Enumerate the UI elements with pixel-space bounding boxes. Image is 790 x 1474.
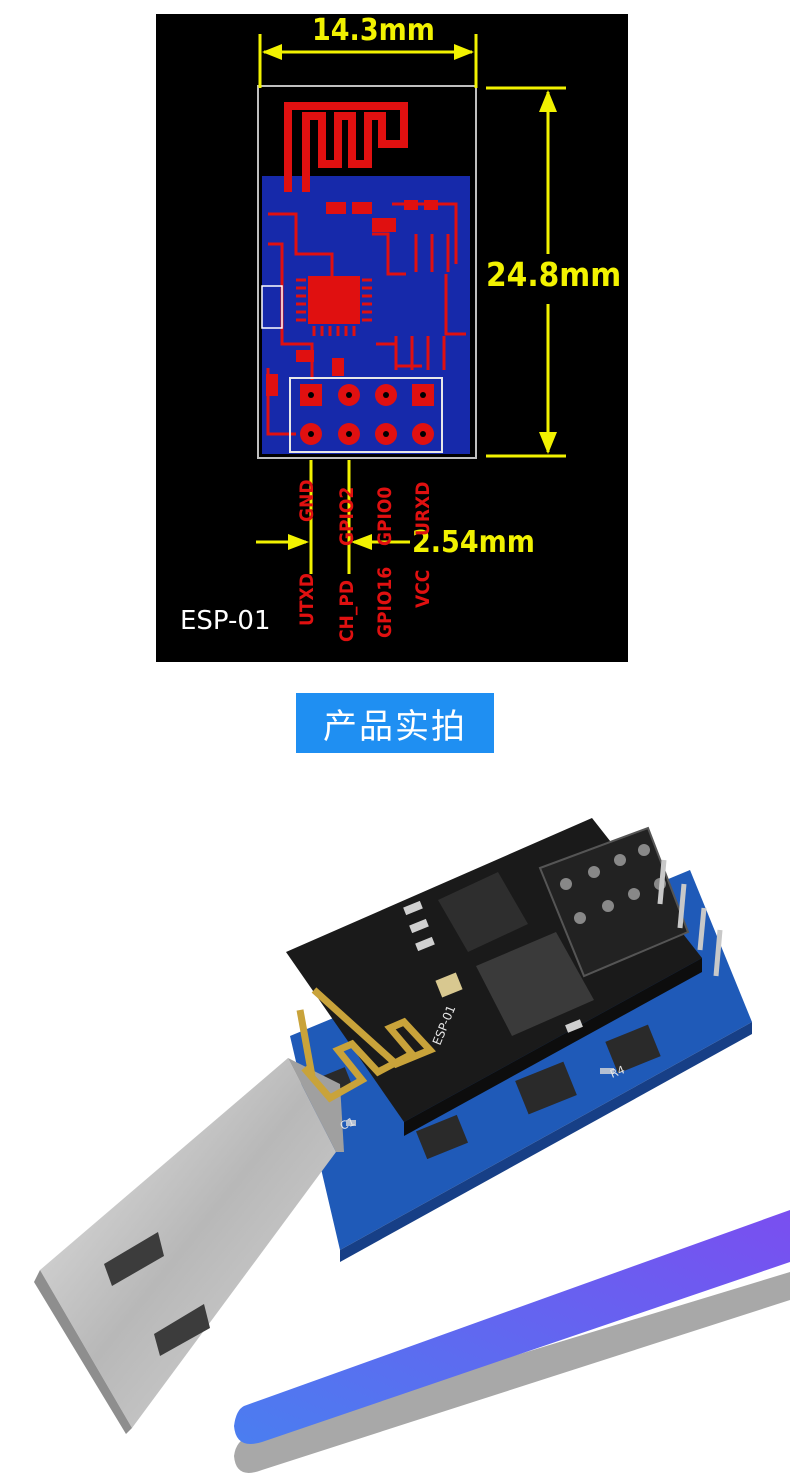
- height-dimension-label: 24.8mm: [486, 255, 622, 294]
- pin-label-gnd: GND: [296, 479, 318, 522]
- module-name-label: ESP-01: [180, 606, 271, 636]
- pitch-dimension-label: 2.54mm: [412, 525, 535, 560]
- width-dimension-label: 14.3mm: [312, 14, 435, 48]
- board-silkscreen-r4: R4: [608, 1063, 626, 1081]
- wifi-antenna-icon: [296, 987, 436, 1103]
- pin-label-ch-pd: CH_PD: [336, 579, 358, 642]
- esp01-module-icon: [286, 818, 723, 1136]
- pin-label-utxd: UTXD: [296, 573, 318, 626]
- pin-label-gpio2: GPIO2: [336, 486, 358, 546]
- pin-label-gpio16: GPIO16: [374, 566, 396, 638]
- section-title-badge: 产品实拍: [296, 693, 494, 753]
- pin-label-urxd: URXD: [412, 481, 434, 536]
- usb-plug-icon: [34, 1058, 344, 1434]
- pcb-diagram-panel: 14.3mm 24.8mm 2.54mm GND GPIO2 GPIO0 URX…: [156, 14, 628, 662]
- pin-label-vcc: VCC: [412, 569, 434, 608]
- accent-stripe: [234, 1210, 790, 1473]
- pcb-layout-drawing: [256, 34, 566, 574]
- board-silkscreen-c1: C1: [338, 1115, 356, 1133]
- pin-label-gpio0: GPIO0: [374, 486, 396, 546]
- product-photo: ESP-01 C1 R4: [34, 818, 790, 1473]
